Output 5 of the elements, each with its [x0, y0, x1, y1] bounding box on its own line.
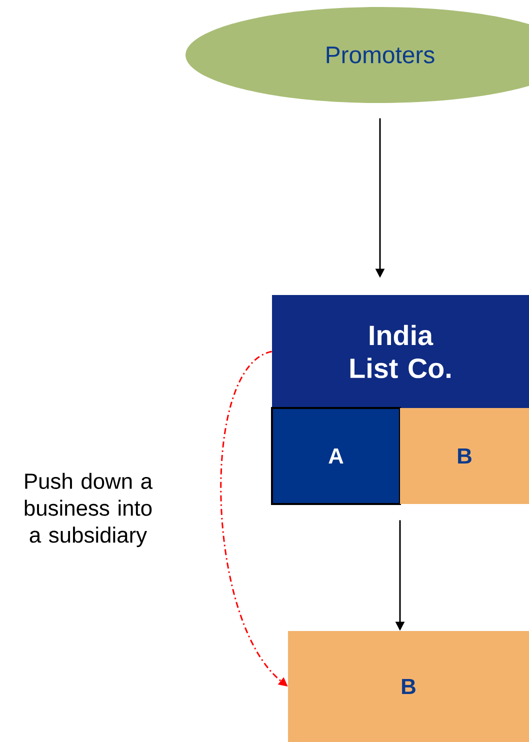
- business-box: A: [271, 407, 401, 505]
- note-text: Push down a business into a subsidiary: [24, 472, 153, 548]
- company-box: India List Co.: [272, 295, 529, 408]
- subsidiary-box: B: [288, 631, 529, 742]
- business-box: B: [400, 408, 529, 504]
